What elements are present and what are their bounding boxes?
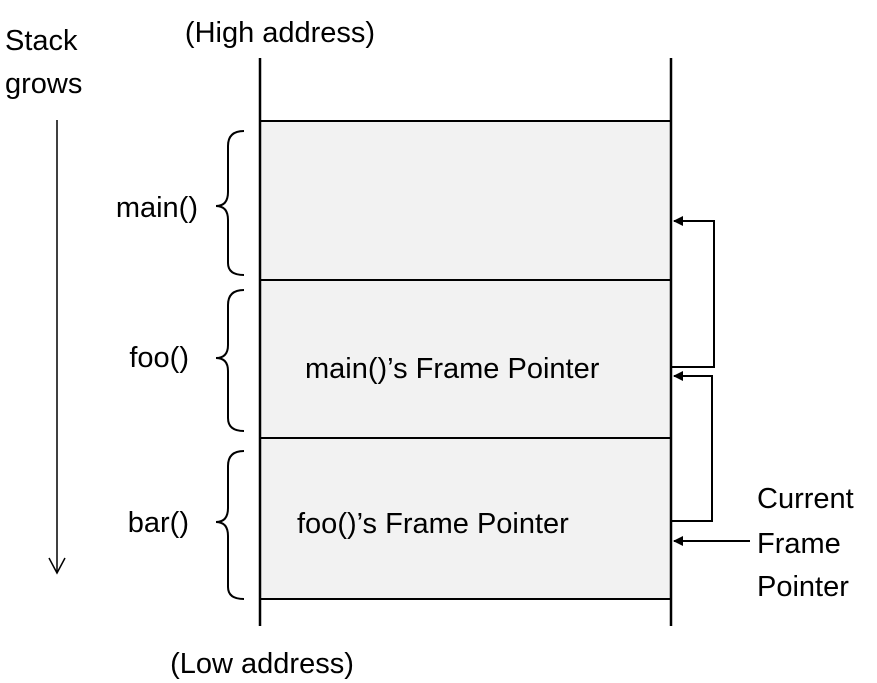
brace-bar xyxy=(215,450,245,600)
low-address-label: (Low address) xyxy=(170,648,354,680)
stack-grows-arrow xyxy=(48,120,66,575)
frame-foo-content: main()’s Frame Pointer xyxy=(305,353,600,385)
saved-fp-arrow-foo xyxy=(671,371,713,522)
brace-main xyxy=(215,130,245,276)
frame-foo-label: foo() xyxy=(129,342,189,374)
stack-grows-label-line2: grows xyxy=(5,68,82,100)
frame-bar-content: foo()’s Frame Pointer xyxy=(297,508,569,540)
current-fp-label-line2: Frame xyxy=(757,528,841,560)
saved-fp-arrow-main xyxy=(671,216,715,368)
brace-foo xyxy=(215,289,245,432)
frame-bar-label: bar() xyxy=(128,507,189,539)
frame-bar xyxy=(259,437,672,600)
current-fp-label-line3: Pointer xyxy=(757,571,849,603)
frame-main xyxy=(259,120,672,281)
current-fp-label-line1: Current xyxy=(757,483,854,515)
frame-main-label: main() xyxy=(116,192,198,224)
stack-grows-label-line1: Stack xyxy=(5,25,78,57)
high-address-label: (High address) xyxy=(185,17,375,49)
